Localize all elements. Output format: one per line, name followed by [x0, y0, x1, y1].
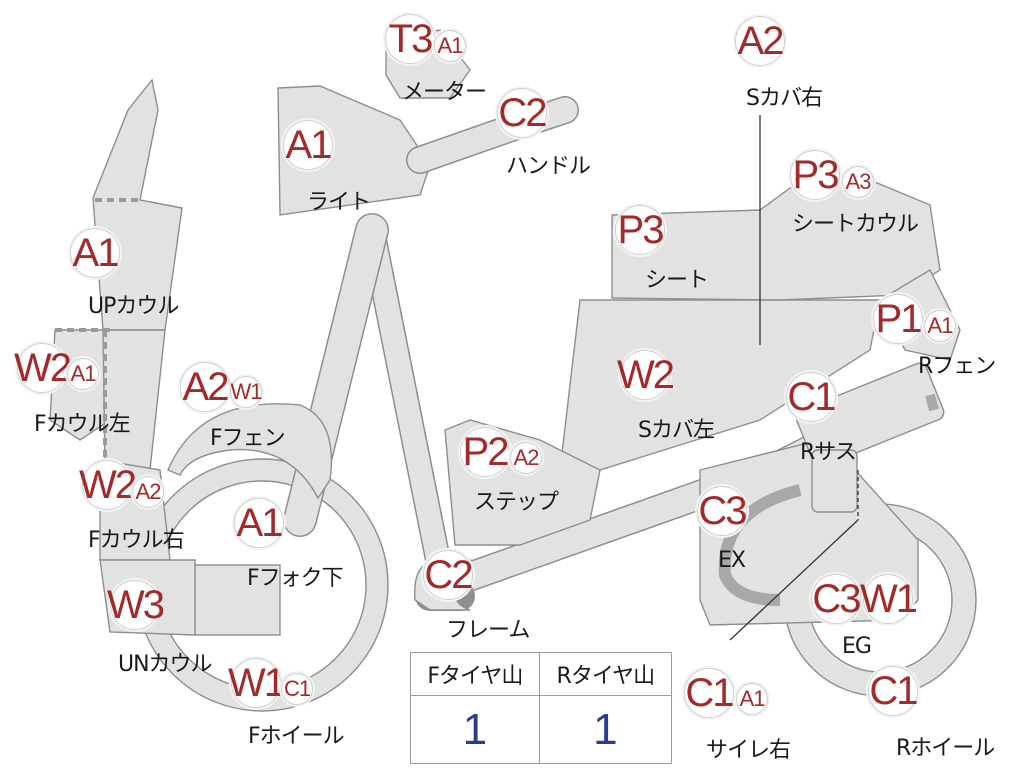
un-cowl-label: UNカウル [118, 652, 213, 677]
front-fender-shape [167, 403, 333, 500]
r-wheel-label: Rホイール [896, 736, 995, 761]
side-cover-right-grade: A2 [735, 16, 785, 66]
f-wheel-grade: W1 [228, 658, 286, 708]
f-fender-grade: A2 [180, 362, 230, 412]
engine-label: EG [842, 634, 872, 659]
step-subgrade: A2 [510, 442, 542, 474]
up-cowl-grade: A1 [70, 228, 120, 278]
meter-label: メーター [402, 80, 487, 105]
step-grade: P2 [460, 427, 510, 477]
r-fender-grade: P1 [873, 294, 923, 344]
silencer-right-subgrade: A1 [736, 683, 768, 715]
f-fender-subgrade: W1 [230, 376, 263, 408]
frame-grade: C2 [423, 550, 474, 600]
f-fender-label: Fフェン [210, 426, 286, 451]
seat-cowl-subgrade: A3 [842, 166, 874, 198]
r-fender-subgrade: A1 [924, 310, 956, 342]
rear-tire-value: 1 [538, 695, 673, 764]
r-suspension-label: Rサス [800, 440, 857, 465]
r-wheel-grade: C1 [868, 666, 919, 716]
side-cover-left-grade: W2 [617, 350, 675, 400]
un-cowl-grade: W3 [107, 580, 165, 630]
r-fender-label: Rフェン [918, 354, 996, 379]
seat-label: シート [645, 268, 709, 293]
f-cowl-right-subgrade: A2 [132, 476, 164, 508]
silencer-right-label: サイレ右 [706, 738, 791, 763]
f-fork-lower-label: Fフォク下 [247, 566, 344, 591]
r-suspension-grade: C1 [786, 372, 837, 422]
side-cover-right-label: Sカバ右 [746, 86, 823, 111]
f-cowl-left-label: Fカウル左 [34, 412, 131, 437]
handle-grade: C2 [497, 88, 548, 138]
side-cover-left-label: Sカバ左 [638, 418, 715, 443]
tire-tread-table: Fタイヤ山 Rタイヤ山 1 1 [410, 651, 673, 764]
up-cowl-label: UPカウル [88, 294, 179, 319]
meter-grade: T3 [385, 14, 435, 64]
light-label: ライト [307, 190, 371, 215]
rear-tire-header: Rタイヤ山 [538, 651, 673, 697]
frame-label: フレーム [446, 618, 530, 643]
handle-label: ハンドル [506, 154, 591, 179]
f-cowl-left-grade: W2 [14, 343, 72, 393]
seat-cowl-label: シートカウル [792, 212, 919, 237]
seat-grade: P3 [615, 205, 665, 255]
silencer-right-grade: C1 [684, 668, 735, 718]
f-wheel-subgrade: C1 [281, 673, 313, 705]
front-tire-value: 1 [410, 695, 540, 764]
f-cowl-right-label: Fカウル右 [88, 528, 185, 553]
front-tire-header: Fタイヤ山 [410, 651, 540, 697]
f-wheel-label: Fホイール [248, 724, 345, 749]
meter-subgrade: A1 [434, 30, 466, 62]
engine-subgrade: W1 [860, 574, 918, 624]
f-cowl-right-grade: W2 [79, 460, 137, 510]
seat-cowl-grade: P3 [790, 150, 840, 200]
engine-grade: C3 [811, 574, 862, 624]
f-fork-lower-grade: A1 [234, 498, 284, 548]
leader-lines [729, 115, 859, 641]
exhaust-grade: C3 [697, 486, 748, 536]
f-cowl-left-subgrade: A1 [67, 358, 99, 390]
step-label: ステップ [474, 490, 559, 515]
exhaust-label: EX [718, 548, 746, 573]
light-grade: A1 [283, 120, 333, 170]
